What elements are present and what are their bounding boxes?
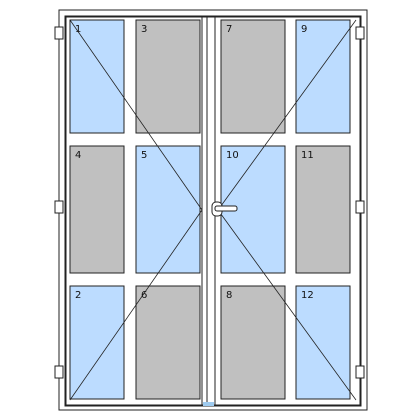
threshold-accent [203,402,214,406]
pane-number-label: 12 [301,290,314,301]
hinge-icon [355,365,365,379]
glass-pane-8 [220,285,286,400]
hinge-icon [54,26,64,40]
glass-pane-2 [69,285,125,400]
hinge-icon [355,26,365,40]
glass-pane-11 [295,145,351,274]
glass-pane-12 [295,285,351,400]
pane-number-label: 8 [226,290,232,301]
pane-number-label: 5 [141,150,147,161]
left-leaf-panes: 1 3 4 5 2 6 [69,19,201,400]
panes-layer: 1 3 4 5 2 6 7 9 10 11 8 12 [69,19,351,400]
pane-number-label: 10 [226,150,239,161]
pane-number-label: 7 [226,24,232,35]
left-leaf-diagonal-bottom [69,209,203,401]
hinge-icon [54,200,64,214]
door-handle-icon [211,201,238,217]
hinge-icon [355,200,365,214]
pane-number-label: 11 [301,150,314,161]
pane-number-label: 1 [75,24,81,35]
glass-pane-5 [135,145,201,274]
pane-number-label: 6 [141,290,147,301]
glass-pane-9 [295,19,351,134]
opening-diagonals [69,19,357,401]
glass-pane-4 [69,145,125,274]
glass-pane-1 [69,19,125,134]
right-leaf-panes: 7 9 10 11 8 12 [220,19,351,400]
pane-number-label: 4 [75,150,81,161]
pane-number-label: 3 [141,24,147,35]
left-leaf-diagonal-top [69,19,203,211]
pane-number-label: 9 [301,24,307,35]
right-leaf-diagonal-top [217,19,357,211]
glass-pane-6 [135,285,201,400]
left-meeting-stile [201,16,208,406]
pane-number-label: 2 [75,290,81,301]
right-leaf-diagonal-bottom [217,209,357,401]
hinge-icon [54,365,64,379]
glass-pane-7 [220,19,286,134]
glass-pane-3 [135,19,201,134]
